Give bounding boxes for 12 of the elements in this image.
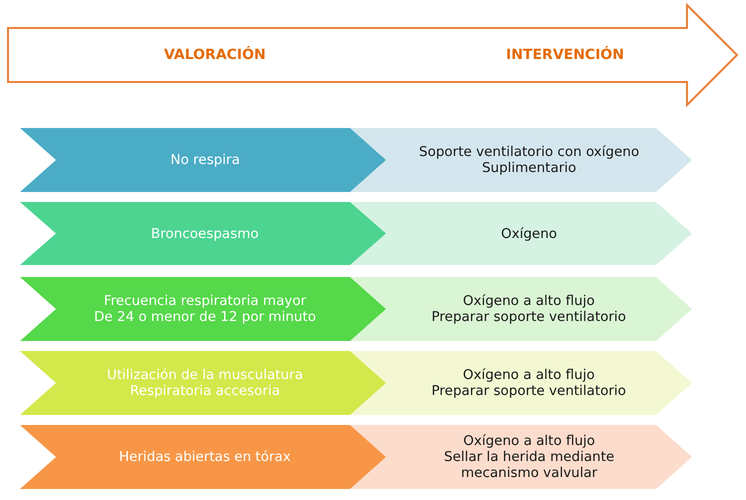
- assessment-text: No respira: [170, 152, 240, 168]
- intervention-text: Soporte ventilatorio con oxígeno Suplimentario: [419, 144, 640, 176]
- intervention-text: Oxígeno a alto flujo Preparar soporte ventilatorio: [432, 293, 626, 325]
- intervention-text: Oxígeno a alto flujo Sellar la herida mediante mecanismo valvular: [444, 433, 614, 481]
- assessment-text: Broncoespasmo: [151, 226, 259, 242]
- assessment-text: Utilización de la musculatura Respiratoria accesoria: [107, 367, 303, 399]
- column-heading: VALORACIÓN: [164, 47, 266, 63]
- assessment-text: Heridas abiertas en tórax: [119, 449, 291, 465]
- intervention-text: Oxígeno: [501, 226, 558, 242]
- column-heading: INTERVENCIÓN: [506, 47, 624, 63]
- assessment-text: Frecuencia respiratoria mayor De 24 o menor de 12 por minuto: [94, 293, 316, 325]
- intervention-text: Oxígeno a alto flujo Preparar soporte ventilatorio: [432, 367, 626, 399]
